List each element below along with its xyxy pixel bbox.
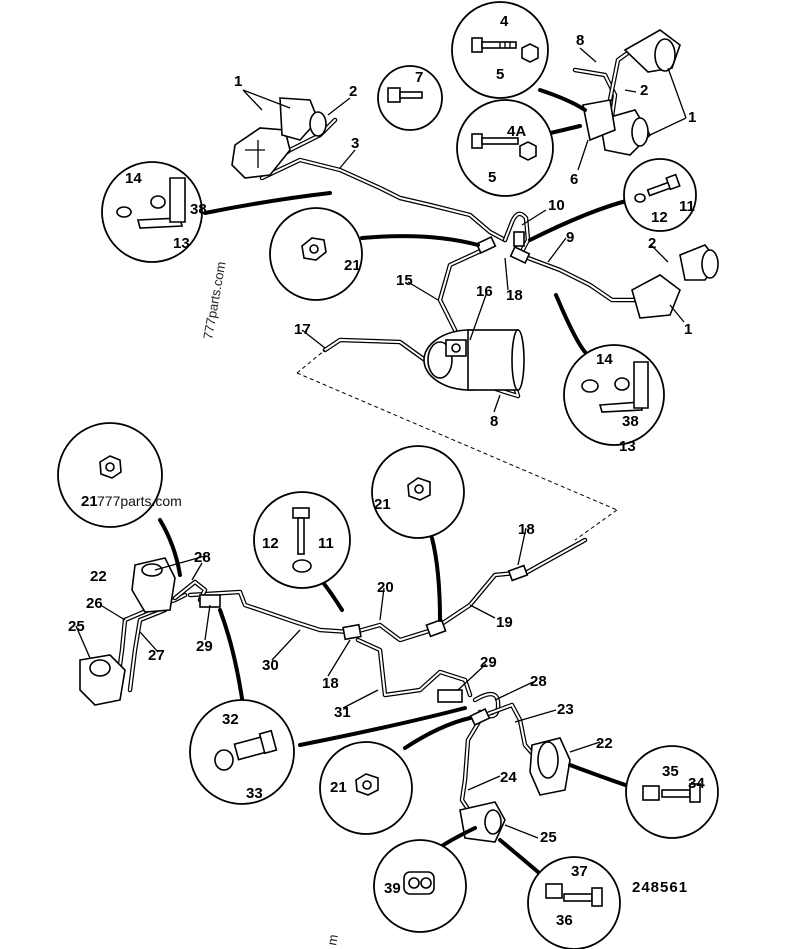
caliper-top-left	[231, 97, 327, 179]
callout-33: 33	[246, 785, 263, 802]
detail-bolt-34-sleeve-35	[625, 745, 719, 839]
detail-clip-14-13-38-lower	[563, 344, 665, 446]
callout-labels: 1 2 3 4 5 7 4A 5 8 2 1 6 14 38 13 10 11 …	[68, 13, 705, 929]
callout-2: 2	[640, 82, 648, 99]
callout-leaders	[75, 47, 687, 839]
callout-11: 11	[318, 535, 334, 552]
callout-18: 18	[322, 675, 339, 692]
callout-21: 21	[344, 257, 361, 274]
callout-17: 17	[294, 321, 311, 338]
bottom-edge-mark: m	[324, 933, 341, 946]
callout-16: 16	[476, 283, 493, 300]
callout-29: 29	[196, 638, 213, 655]
callout-4: 4	[500, 13, 509, 30]
callout-36: 36	[556, 912, 573, 929]
callout-29: 29	[480, 654, 497, 671]
detail-bolt-11-washer-12-upper	[623, 158, 697, 232]
callout-13: 13	[619, 438, 636, 455]
callout-1: 1	[688, 109, 696, 126]
callout-28: 28	[194, 549, 211, 566]
callout-13: 13	[173, 235, 190, 252]
callout-24: 24	[500, 769, 517, 786]
callout-38: 38	[190, 201, 207, 218]
caliper-bottom-left	[79, 557, 176, 706]
callout-3: 3	[351, 135, 359, 152]
callout-38: 38	[622, 413, 639, 430]
top-pipework	[203, 29, 719, 541]
callout-18: 18	[518, 521, 535, 538]
detail-bolt-11-washer-12-lower	[253, 491, 351, 589]
callout-21: 21	[330, 779, 347, 796]
callout-10: 10	[548, 197, 565, 214]
callout-35: 35	[662, 763, 679, 780]
detail-nut-21-upper	[269, 207, 363, 301]
detail-nut-21-lower	[319, 741, 413, 835]
callout-18: 18	[506, 287, 523, 304]
callout-21: 21	[374, 496, 391, 513]
callout-21: 21	[81, 493, 98, 510]
callout-4A: 4A	[507, 123, 526, 140]
detail-nut-21-mid	[371, 445, 465, 539]
watermark-rotated: 777parts.com	[200, 260, 228, 340]
callout-14: 14	[596, 351, 613, 368]
callout-1: 1	[234, 73, 242, 90]
callout-39: 39	[384, 880, 401, 897]
callout-34: 34	[688, 775, 705, 792]
callout-6: 6	[570, 171, 578, 188]
bottom-pipework	[79, 518, 642, 880]
detail-bolt-32-washer-33	[189, 699, 295, 805]
callout-27: 27	[148, 647, 165, 664]
callout-12: 12	[262, 535, 279, 552]
callout-14: 14	[125, 170, 142, 187]
callout-22: 22	[596, 735, 613, 752]
detail-clip-14-13-38-upper	[101, 161, 203, 263]
callout-30: 30	[262, 657, 279, 674]
callout-23: 23	[557, 701, 574, 718]
detail-clip-39	[373, 839, 467, 933]
caliper-bottom-right	[459, 737, 571, 843]
watermark-inline: 777parts.com	[97, 493, 182, 509]
callout-8: 8	[490, 413, 498, 430]
callout-12: 12	[651, 209, 668, 226]
detail-bolt-4A-nut-5	[456, 99, 554, 197]
callout-28: 28	[530, 673, 547, 690]
callout-11: 11	[679, 198, 695, 215]
detail-bolt-4-nut-5	[451, 1, 549, 99]
detail-bolt-36-sleeve-37	[527, 856, 621, 949]
callout-22: 22	[90, 568, 107, 585]
caliper-top-right-upper	[582, 29, 681, 156]
detail-nut-21-left	[57, 422, 163, 528]
callout-8: 8	[576, 32, 584, 49]
callout-2: 2	[349, 83, 357, 100]
master-cylinder	[423, 329, 525, 391]
callout-15: 15	[396, 272, 413, 289]
callout-1: 1	[684, 321, 692, 338]
callout-19: 19	[496, 614, 513, 631]
callout-20: 20	[377, 579, 394, 596]
callout-25: 25	[68, 618, 85, 635]
callout-9: 9	[566, 229, 574, 246]
caliper-right-middle	[631, 244, 719, 319]
callout-2: 2	[648, 235, 656, 252]
callout-37: 37	[571, 863, 588, 880]
callout-26: 26	[86, 595, 103, 612]
callout-31: 31	[334, 704, 351, 721]
callout-32: 32	[222, 711, 239, 728]
detail-bolt-7	[377, 65, 443, 131]
callout-5: 5	[496, 66, 504, 83]
drawing-number: 248561	[632, 879, 688, 896]
callout-5: 5	[488, 169, 496, 186]
callout-25: 25	[540, 829, 557, 846]
callout-7: 7	[415, 69, 423, 86]
